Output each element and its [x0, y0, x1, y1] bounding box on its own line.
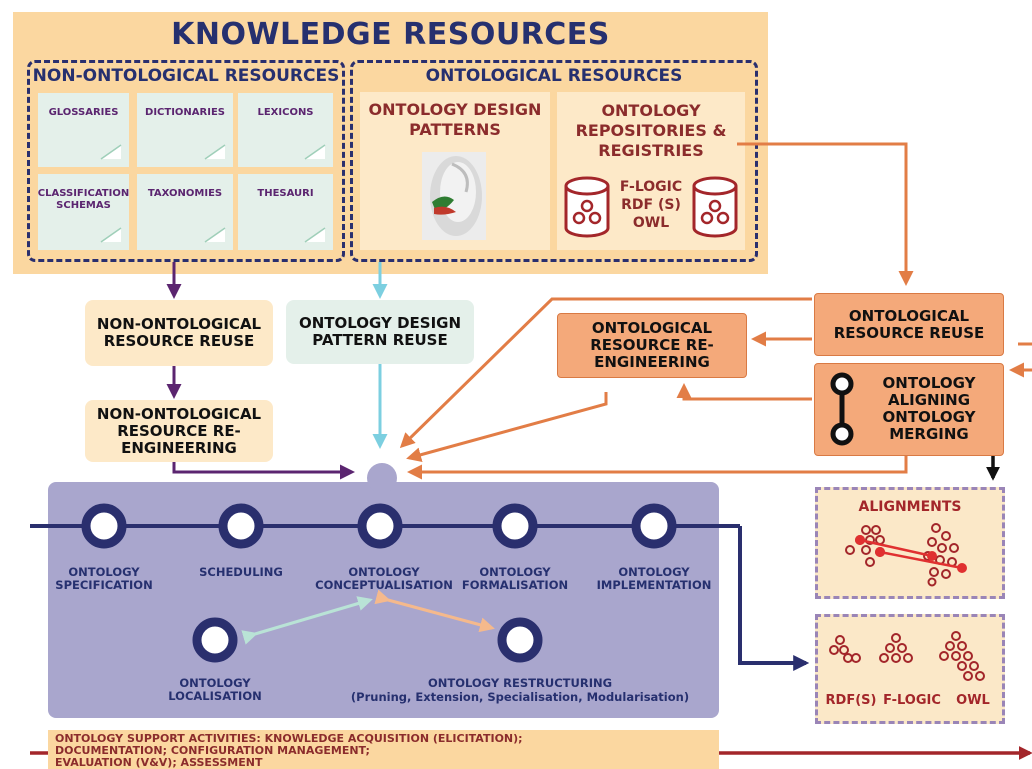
database-icon — [692, 176, 738, 238]
folded-corner-icon — [304, 227, 326, 243]
database-icon — [564, 176, 610, 238]
alignments-title: ALIGNMENTS — [858, 499, 962, 515]
output-format-rdfs: RDF(S) — [825, 692, 877, 708]
non-ontological-resource-reengineering: NON-ONTOLOGICAL RESOURCE RE-ENGINEERING — [85, 400, 273, 462]
ontological-resource-reuse: ONTOLOGICAL RESOURCE REUSE — [814, 293, 1004, 356]
card-glossaries: GLOSSARIES — [38, 93, 129, 167]
design-pattern-image-icon — [422, 152, 486, 240]
non-ontological-resource-reuse: NON-ONTOLOGICAL RESOURCE REUSE — [85, 300, 273, 366]
card-lexicons: LEXICONS — [238, 93, 333, 167]
format-flogic-label: F-LOGIC — [619, 179, 683, 195]
card-label: CLASSIFICATION SCHEMAS — [37, 188, 130, 211]
label-formalisation: ONTOLOGY FORMALISATION — [461, 565, 569, 592]
lifecycle-entry-dot — [367, 463, 397, 493]
ontology-design-patterns-title: ONTOLOGY DESIGN PATTERNS — [368, 100, 542, 139]
label-specification: ONTOLOGY SPECIFICATION — [55, 565, 153, 592]
support-line-3: EVALUATION (V&V); ASSESSMENT — [55, 756, 263, 769]
output-format-owl: OWL — [956, 692, 990, 708]
card-label: LEXICONS — [257, 107, 314, 118]
alignment-graph-icon — [845, 523, 967, 587]
card-label: DICTIONARIES — [145, 107, 225, 118]
ontology-repositories-box: ONTOLOGY REPOSITORIES & REGISTRIES F-LOG… — [557, 92, 745, 250]
implementation-node-icon — [631, 503, 677, 549]
ontology-aligning-merging-label: ONTOLOGY ALIGNING ONTOLOGY MERGING — [882, 374, 976, 443]
label-conceptualisation: ONTOLOGY CONCEPTUALISATION — [315, 565, 453, 592]
localisation-node-icon — [192, 617, 238, 663]
link-chain-icon — [830, 372, 854, 446]
card-thesauri: THESAURI — [238, 174, 333, 250]
formalisation-node-icon — [492, 503, 538, 549]
alignments-box — [815, 487, 1005, 599]
card-dictionaries: DICTIONARIES — [137, 93, 233, 167]
folded-corner-icon — [100, 144, 122, 160]
ontology-aligning-merging-box: ONTOLOGY ALIGNING ONTOLOGY MERGING — [814, 363, 1004, 456]
label-localisation: ONTOLOGY LOCALISATION — [168, 676, 262, 703]
label-restructuring: ONTOLOGY RESTRUCTURING — [427, 676, 613, 690]
support-line-1: ONTOLOGY SUPPORT ACTIVITIES: KNOWLEDGE A… — [55, 732, 523, 745]
label-implementation: ONTOLOGY IMPLEMENTATION — [596, 565, 712, 592]
non-ontological-resources-title: NON-ONTOLOGICAL RESOURCES — [32, 66, 340, 86]
conceptualisation-node-icon — [357, 503, 403, 549]
knowledge-resources-title: KNOWLEDGE RESOURCES — [171, 16, 610, 52]
non-ontological-resources-box — [27, 60, 345, 262]
label-restructuring-detail: (Pruning, Extension, Specialisation, Mod… — [350, 690, 690, 704]
format-owl-label: OWL — [632, 215, 670, 231]
ontological-resources-box — [350, 60, 758, 262]
ontology-repositories-title: ONTOLOGY REPOSITORIES & REGISTRIES — [575, 101, 727, 160]
support-activities-bar: ONTOLOGY SUPPORT ACTIVITIES: KNOWLEDGE A… — [48, 730, 719, 769]
card-label: GLOSSARIES — [48, 107, 119, 118]
ontology-design-patterns-box: ONTOLOGY DESIGN PATTERNS — [360, 92, 550, 250]
output-graphs-icon — [829, 631, 985, 681]
ontological-resource-reengineering: ONTOLOGICAL RESOURCE RE-ENGINEERING — [557, 313, 747, 378]
folded-corner-icon — [204, 227, 226, 243]
card-taxonomies: TAXONOMIES — [137, 174, 233, 250]
support-line-2: DOCUMENTATION; CONFIGURATION MANAGEMENT; — [55, 744, 370, 757]
restructuring-node-icon — [497, 617, 543, 663]
output-format-flogic: F-LOGIC — [883, 692, 941, 708]
ontological-resources-title: ONTOLOGICAL RESOURCES — [425, 66, 683, 86]
folded-corner-icon — [100, 227, 122, 243]
specification-node-icon — [81, 503, 127, 549]
card-label: THESAURI — [257, 188, 314, 199]
format-rdfs-label: RDF (S) — [621, 197, 681, 213]
folded-corner-icon — [304, 144, 326, 160]
label-scheduling: SCHEDULING — [199, 565, 283, 579]
card-classification-schemas: CLASSIFICATION SCHEMAS — [38, 174, 129, 250]
card-label: TAXONOMIES — [147, 188, 223, 199]
ontology-design-pattern-reuse: ONTOLOGY DESIGN PATTERN REUSE — [286, 300, 474, 364]
scheduling-node-icon — [218, 503, 264, 549]
folded-corner-icon — [204, 144, 226, 160]
